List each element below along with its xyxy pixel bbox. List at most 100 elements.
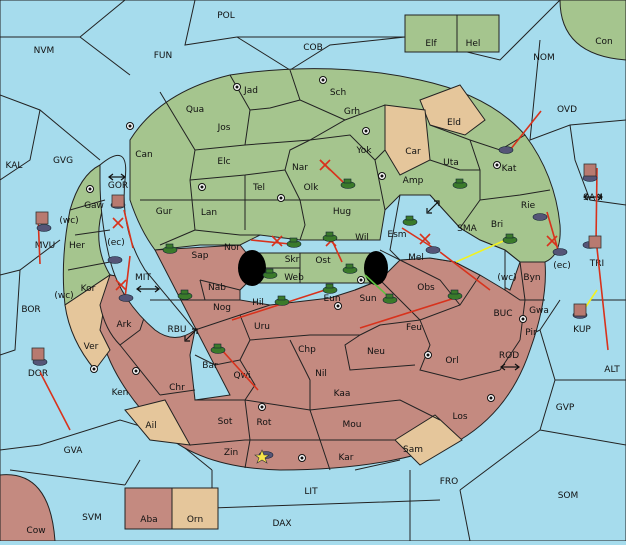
label-eun: Eun	[323, 294, 340, 304]
unit-army	[210, 343, 226, 354]
label-alt: ALT	[604, 365, 620, 375]
label-ec1: (ec)	[107, 238, 125, 248]
unit-fleet	[425, 246, 441, 254]
label-esm: Esm	[387, 230, 406, 240]
label-chp: Chp	[298, 345, 316, 355]
label-gur: Gur	[156, 207, 173, 217]
label-gaw: Gaw	[84, 201, 104, 211]
label-cob: COB	[303, 43, 323, 53]
label-rod: ROD	[499, 351, 519, 361]
unit-fleet	[498, 146, 514, 154]
label-nvm: NVM	[34, 46, 55, 56]
label-orn: Orn	[187, 515, 203, 525]
region-elf-hel[interactable]	[404, 14, 500, 53]
label-ail: Ail	[145, 421, 156, 431]
label-gvg: GVG	[53, 156, 73, 166]
label-neu: Neu	[367, 347, 385, 357]
label-byn: Byn	[523, 273, 540, 283]
label-fun: FUN	[154, 51, 173, 61]
label-cow: Cow	[26, 526, 45, 536]
region-car[interactable]	[384, 104, 431, 176]
label-pir: Pir	[525, 328, 537, 338]
unit-army	[447, 289, 463, 300]
label-eld: Eld	[447, 118, 461, 128]
region-sam[interactable]	[394, 414, 463, 466]
flag-kup	[573, 303, 587, 317]
label-nil: Nil	[315, 369, 327, 379]
label-ver: Ver	[84, 342, 99, 352]
label-wc2: (wc)	[54, 291, 73, 301]
label-aba: Aba	[140, 515, 157, 525]
unit-fleet	[118, 294, 134, 302]
label-tel: Tel	[252, 183, 265, 193]
label-mvu: MVU	[35, 241, 56, 251]
label-mit: MIT	[135, 273, 151, 283]
region-orn[interactable]	[171, 487, 219, 530]
unit-army	[322, 231, 338, 242]
label-olk: Olk	[304, 183, 320, 193]
unit-army	[322, 283, 338, 294]
label-jad: Jad	[243, 86, 258, 96]
label-zin: Zin	[224, 448, 238, 458]
label-hel: Hel	[466, 39, 481, 49]
label-skr: Skr	[285, 255, 300, 265]
label-qwi: Qwi	[234, 371, 251, 381]
label-kup: KUP	[573, 325, 591, 335]
label-elc: Elc	[217, 157, 230, 167]
label-som: SOM	[558, 491, 579, 501]
label-nab: Nab	[208, 283, 226, 293]
label-wc3: (wc)	[497, 273, 516, 283]
label-orl: Orl	[445, 356, 458, 366]
label-lit: LIT	[304, 487, 318, 497]
unit-army	[162, 243, 178, 254]
gateway-east	[364, 251, 388, 285]
label-sch: Sch	[330, 88, 346, 98]
gateway-west	[238, 250, 266, 286]
label-ec2: (ec)	[553, 261, 571, 271]
label-uta: Uta	[443, 158, 459, 168]
label-svm: SVM	[82, 513, 102, 523]
label-bor: BOR	[21, 305, 40, 315]
label-kat: Kat	[502, 164, 517, 174]
label-los: Los	[452, 412, 467, 422]
label-feu: Feu	[406, 323, 422, 333]
label-uru: Uru	[254, 322, 270, 332]
region-aba[interactable]	[124, 487, 173, 530]
supply-centers	[86, 76, 527, 462]
label-nar: Nar	[292, 163, 308, 173]
label-ost: Ost	[315, 256, 331, 266]
label-ark: Ark	[116, 320, 132, 330]
unit-army	[342, 263, 358, 274]
label-nom: NOM	[533, 53, 555, 63]
label-obs: Obs	[417, 283, 435, 293]
connection-arrows	[108, 173, 603, 371]
label-con: Con	[595, 37, 613, 47]
label-buc: BUC	[493, 309, 512, 319]
label-rbu: RBU	[167, 325, 186, 335]
label-hug: Hug	[333, 207, 351, 217]
arrow-gor	[108, 173, 126, 181]
label-dax: DAX	[272, 519, 291, 529]
label-rot: Rot	[257, 418, 272, 428]
unit-fleet	[532, 213, 548, 221]
flag-tri	[588, 235, 602, 249]
label-sap: Sap	[192, 251, 209, 261]
label-hil: Hil	[252, 298, 264, 308]
label-kaa: Kaa	[334, 389, 351, 399]
label-grh: Grh	[344, 107, 360, 117]
label-wil: Wil	[355, 233, 369, 243]
arrow-rod	[500, 363, 520, 371]
region-eld[interactable]	[419, 84, 486, 136]
unit-army	[340, 178, 356, 189]
label-sun: Sun	[359, 294, 376, 304]
label-car: Car	[405, 147, 421, 157]
label-sam2: SAM	[583, 193, 603, 203]
label-kor: Kor	[81, 284, 96, 294]
flag-dor	[31, 347, 45, 361]
label-bri: Bri	[491, 220, 503, 230]
label-fro: FRO	[440, 477, 459, 487]
region-ver[interactable]	[64, 273, 111, 371]
